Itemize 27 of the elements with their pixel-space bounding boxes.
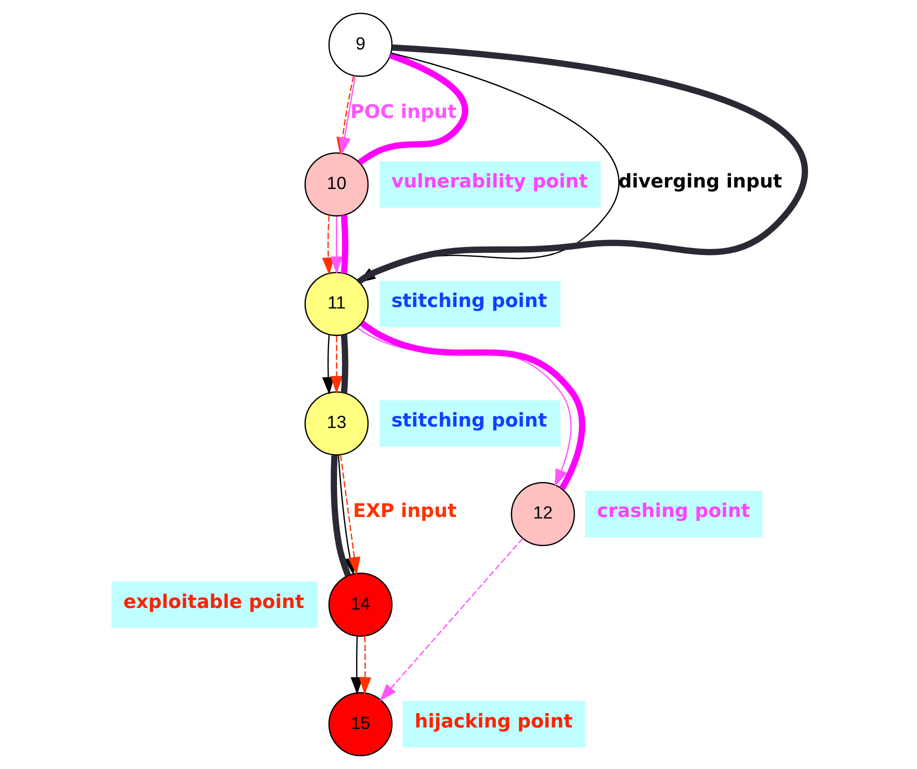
arrow bbox=[350, 636, 363, 695]
node-circle: 13 bbox=[304, 391, 369, 456]
edge-label: POC input bbox=[350, 100, 457, 123]
node-circle: 11 bbox=[304, 272, 369, 336]
connector bbox=[358, 52, 468, 166]
node-label: vulnerability point bbox=[391, 170, 588, 193]
arrow bbox=[330, 216, 343, 274]
arrow bbox=[358, 636, 372, 695]
node-circle: 9 bbox=[328, 12, 393, 77]
arrow bbox=[322, 215, 334, 276]
node-circle: 15 bbox=[328, 692, 393, 756]
arrow bbox=[322, 334, 334, 395]
connector bbox=[330, 455, 352, 577]
node-label: stitching point bbox=[391, 410, 547, 432]
node-circle: 14 bbox=[328, 572, 393, 637]
edge-label: EXP input bbox=[352, 500, 457, 522]
node-label: crashing point bbox=[597, 500, 750, 522]
edge-label: diverging input bbox=[618, 170, 782, 193]
arrow bbox=[330, 336, 343, 394]
connector bbox=[340, 215, 348, 274]
node-circle: 12 bbox=[510, 482, 575, 546]
arrow bbox=[380, 538, 524, 702]
node-label: exploitable point bbox=[123, 590, 304, 613]
node-label: stitching point bbox=[391, 290, 547, 312]
node-circle: 10 bbox=[304, 152, 369, 217]
node-label: hijacking point bbox=[414, 710, 573, 732]
connector bbox=[340, 334, 348, 393]
